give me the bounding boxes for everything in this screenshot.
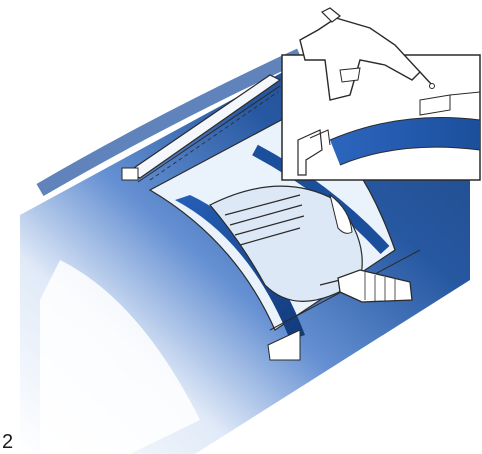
step-number: 2 bbox=[2, 432, 13, 452]
inset-detail bbox=[282, 55, 480, 180]
